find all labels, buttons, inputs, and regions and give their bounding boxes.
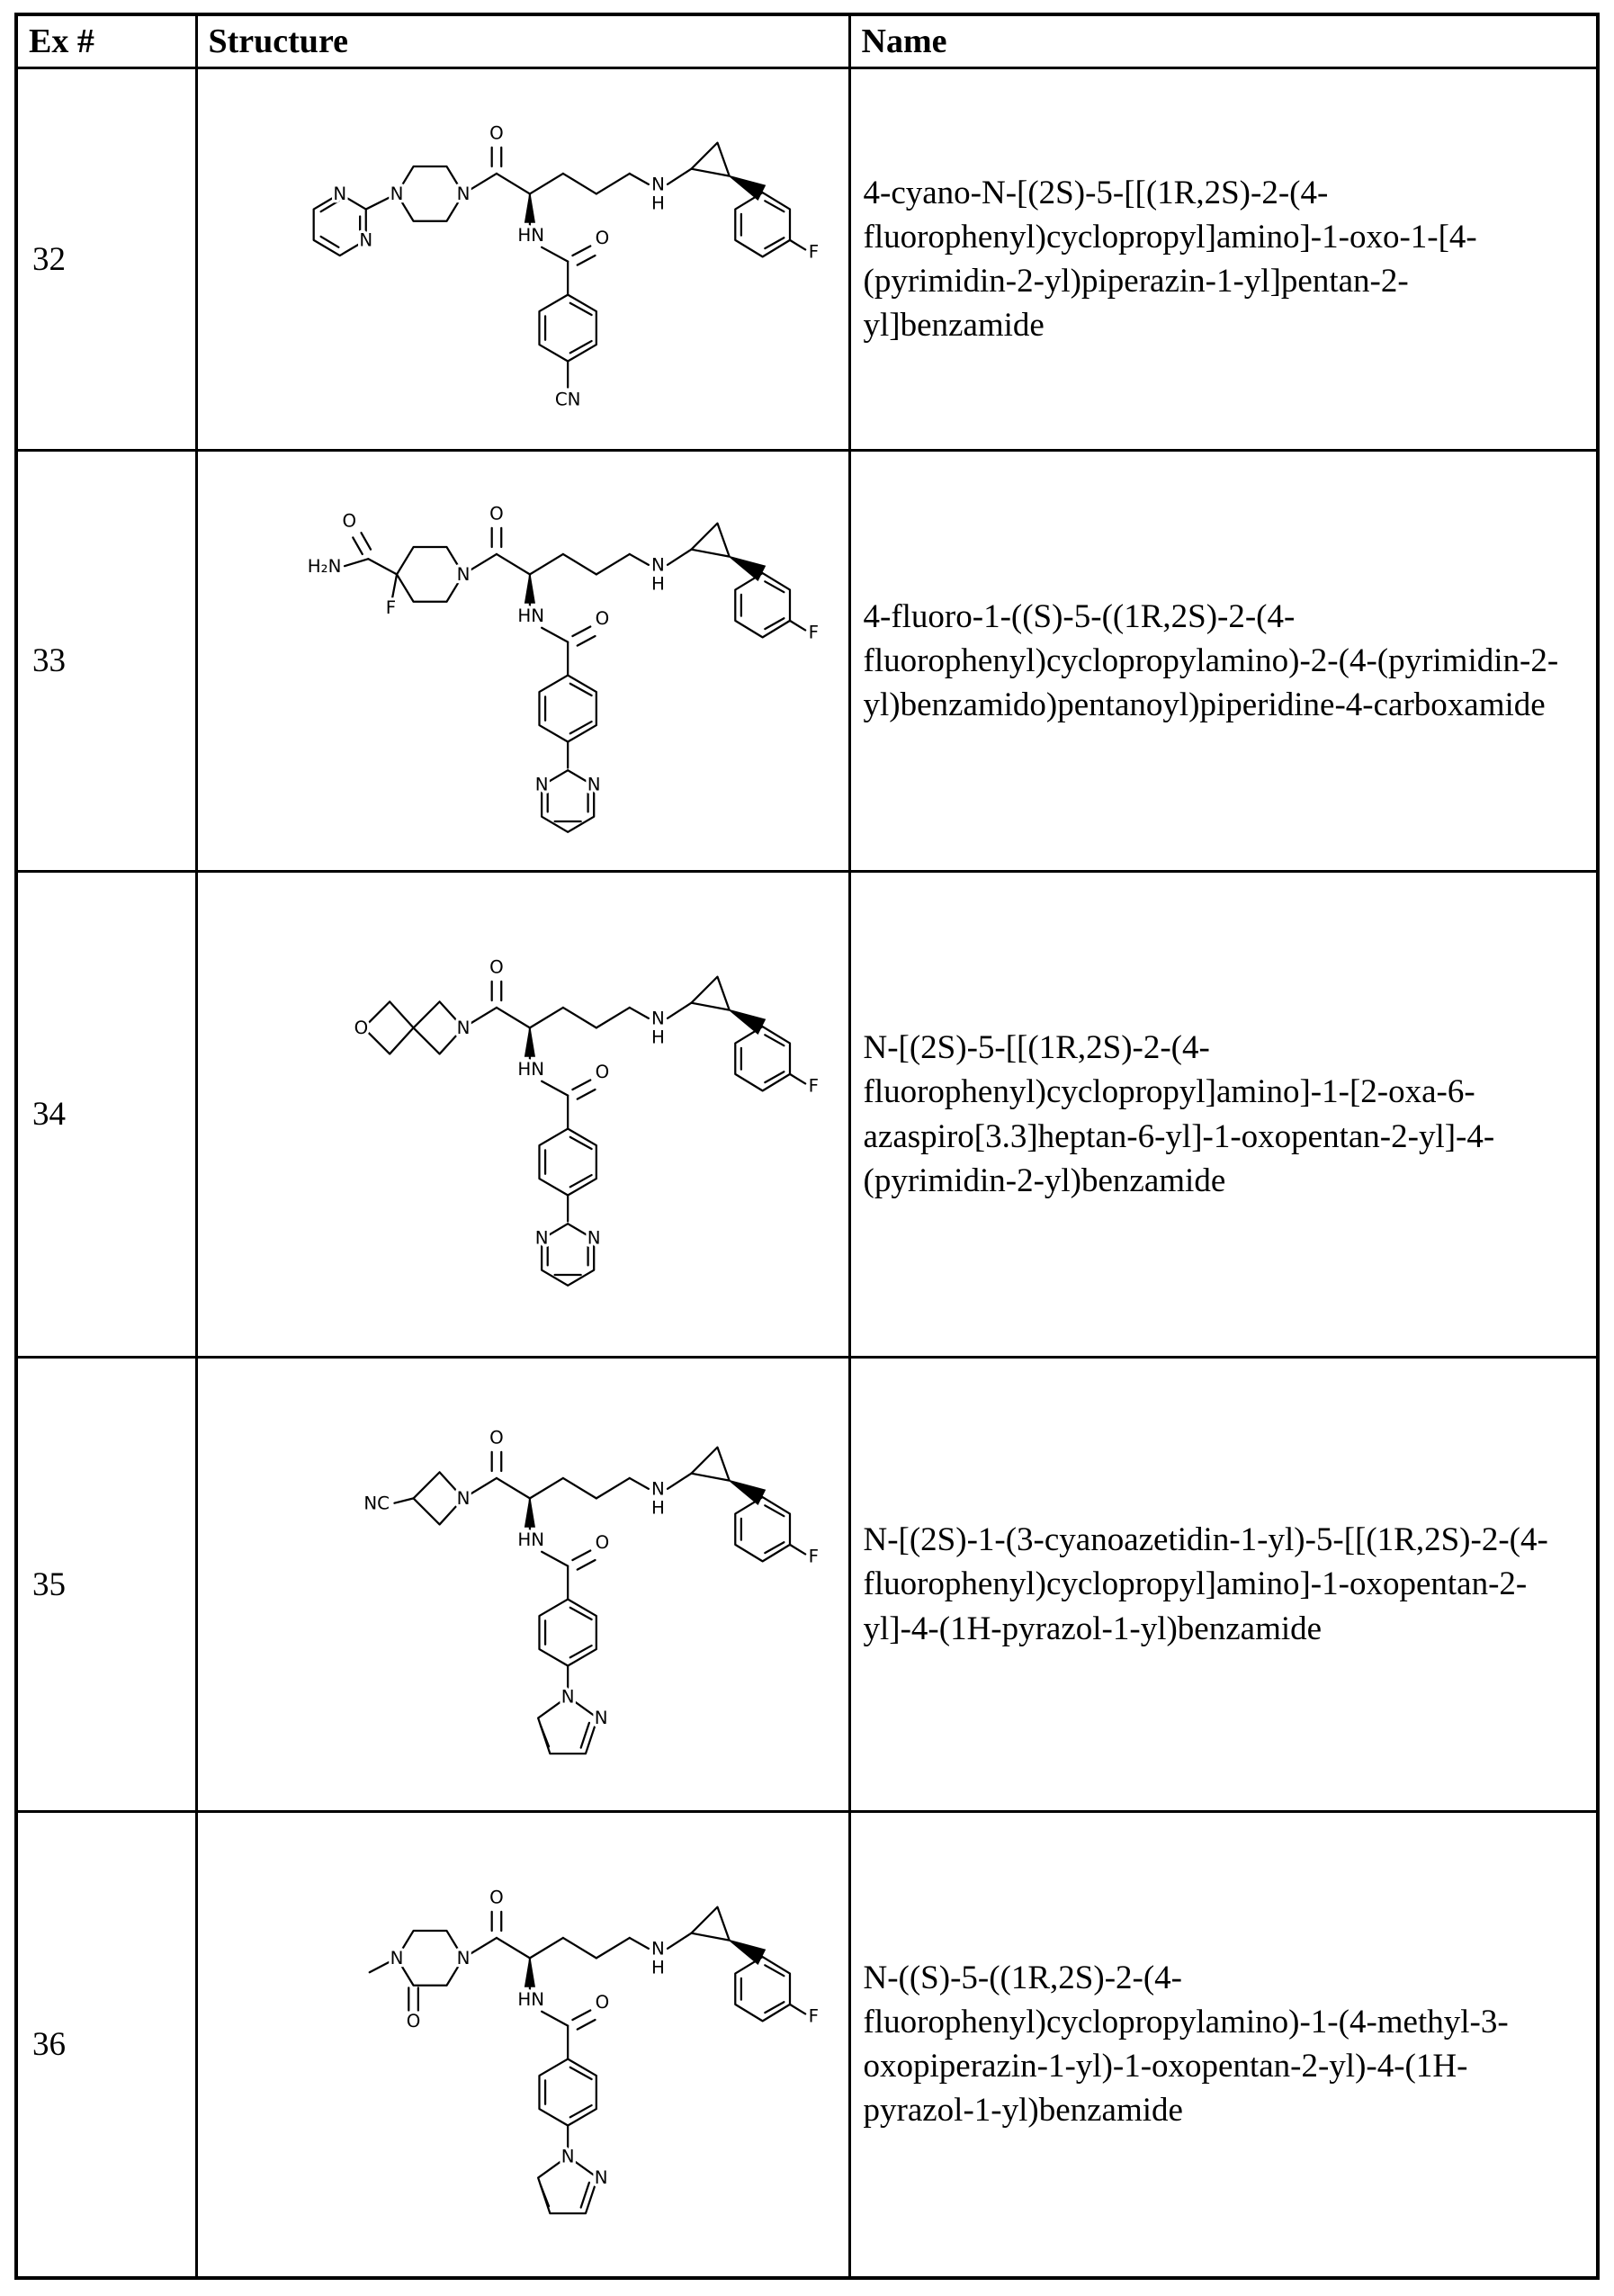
svg-text:O: O [489, 1428, 504, 1448]
svg-text:F: F [809, 2006, 819, 2027]
compound-name: N-[(2S)-5-[[(1R,2S)-2-(4-fluorophenyl)cy… [847, 870, 1600, 1359]
svg-text:N: N [535, 1228, 549, 1249]
svg-text:N: N [595, 2167, 608, 2188]
compound-name: N-[(2S)-1-(3-cyanoazetidin-1-yl)-5-[[(1R… [847, 1356, 1600, 1813]
svg-text:N: N [651, 174, 665, 194]
example-number: 35 [14, 1356, 198, 1813]
svg-text:O: O [596, 1992, 610, 2013]
svg-text:H: H [651, 1497, 665, 1518]
svg-text:N: N [457, 564, 471, 585]
svg-text:O: O [489, 504, 504, 525]
svg-text:O: O [342, 511, 356, 532]
svg-text:N: N [651, 1478, 665, 1499]
svg-text:O: O [596, 1532, 610, 1553]
svg-text:H: H [651, 193, 665, 214]
svg-text:O: O [596, 228, 610, 248]
header-row: Ex # Structure Name [14, 13, 1600, 69]
example-number: 36 [14, 1810, 198, 2279]
header-structure: Structure [194, 13, 851, 69]
svg-text:N: N [587, 775, 601, 795]
svg-text:F: F [809, 242, 819, 263]
svg-text:HN: HN [517, 225, 544, 246]
svg-text:F: F [386, 597, 396, 618]
svg-text:F: F [809, 623, 819, 643]
example-number: 33 [14, 449, 198, 873]
svg-text:H: H [651, 574, 665, 595]
svg-text:H: H [651, 1958, 665, 1978]
svg-text:O: O [489, 123, 504, 144]
svg-text:N: N [587, 1228, 601, 1249]
svg-text:N: N [457, 184, 471, 204]
svg-text:F: F [809, 1076, 819, 1097]
svg-text:O: O [596, 608, 610, 629]
header-ex: Ex # [14, 13, 198, 69]
svg-text:HN: HN [517, 606, 544, 627]
svg-text:N: N [457, 1018, 471, 1038]
svg-text:N: N [651, 1009, 665, 1029]
svg-text:H: H [651, 1027, 665, 1048]
svg-text:N: N [390, 184, 404, 204]
svg-text:O: O [489, 1888, 504, 1908]
header-name: Name [847, 13, 1600, 69]
svg-text:N: N [595, 1708, 608, 1728]
svg-text:HN: HN [517, 1529, 544, 1550]
svg-text:O: O [596, 1062, 610, 1082]
svg-text:N: N [457, 1488, 471, 1509]
svg-text:N: N [561, 2147, 575, 2167]
example-number: 32 [14, 67, 198, 452]
example-number: 34 [14, 870, 198, 1359]
svg-text:HN: HN [517, 1989, 544, 2010]
svg-text:N: N [359, 229, 372, 250]
svg-text:O: O [354, 1018, 369, 1038]
svg-text:HN: HN [517, 1060, 544, 1081]
svg-text:N: N [535, 775, 549, 795]
svg-text:N: N [651, 1939, 665, 1960]
svg-text:N: N [651, 555, 665, 576]
svg-text:H₂N: H₂N [308, 556, 342, 577]
svg-text:O: O [489, 957, 504, 978]
svg-text:N: N [333, 184, 346, 204]
svg-text:CN: CN [555, 389, 581, 409]
svg-text:N: N [390, 1948, 404, 1969]
svg-text:F: F [809, 1547, 819, 1567]
svg-text:N: N [561, 1686, 575, 1707]
svg-text:O: O [407, 2011, 421, 2031]
compound-name: 4-fluoro-1-((S)-5-((1R,2S)-2-(4-fluoroph… [847, 449, 1600, 873]
svg-text:NC: NC [363, 1493, 390, 1513]
compound-name: 4-cyano-N-[(2S)-5-[[(1R,2S)-2-(4-fluorop… [847, 67, 1600, 452]
compound-name: N-((S)-5-((1R,2S)-2-(4-fluorophenyl)cycl… [847, 1810, 1600, 2279]
svg-text:N: N [457, 1948, 471, 1969]
